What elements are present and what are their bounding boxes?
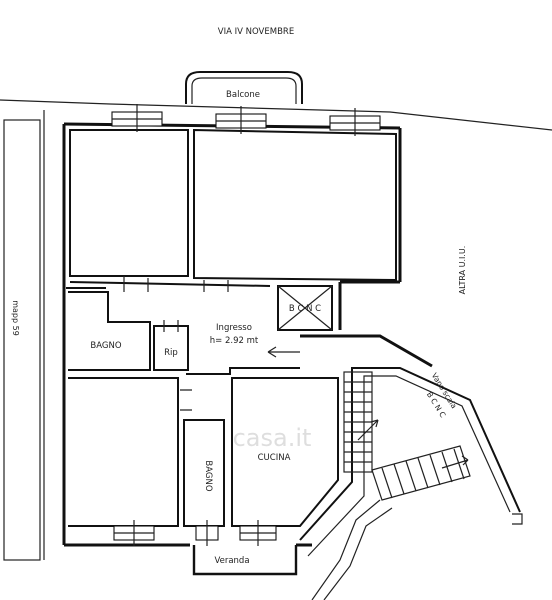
stairwell-inner-wall — [307, 375, 511, 557]
window-bottom-1 — [113, 520, 155, 546]
room-top-right-walls — [193, 128, 397, 282]
bathroom-vertical-label: BAGNO — [203, 460, 213, 491]
neighbor-left-wall — [3, 119, 41, 561]
lower-diagonal-walls — [311, 499, 393, 600]
stairwell-end-cap — [512, 513, 523, 525]
stair-arrow — [357, 419, 469, 469]
neighbor-left-label: mapp 59 — [11, 300, 20, 336]
room-top-left-walls — [69, 129, 189, 277]
front-wall-line — [0, 99, 552, 131]
wall-right-mid — [300, 280, 433, 368]
window-bottom-3 — [239, 520, 277, 546]
balcony-inner — [191, 77, 297, 104]
shaft-box — [277, 285, 333, 331]
window-top-3 — [329, 108, 381, 136]
stairwell-outer-wall — [299, 367, 521, 541]
watermark: casa.it — [233, 424, 312, 452]
storage-walls — [153, 325, 189, 371]
neighbor-right-label: ALTRA U.I.U. — [458, 246, 467, 295]
balcony-outline — [185, 71, 303, 104]
veranda-label: Veranda — [214, 556, 249, 566]
bathroom-left-walls — [68, 291, 151, 371]
veranda-walls — [192, 545, 298, 576]
window-top-1 — [111, 104, 163, 132]
entrance-arrow — [267, 346, 300, 358]
window-top-2 — [215, 106, 267, 134]
door-ticks-top — [123, 276, 229, 292]
street-label: VIA IV NOVEMBRE — [218, 27, 294, 37]
entrance-label: Ingresso — [216, 323, 252, 333]
balcony-label: Balcone — [226, 90, 260, 100]
kitchen-walls — [231, 377, 339, 527]
hall-lower-line — [186, 367, 300, 375]
window-bottom-2 — [195, 520, 219, 546]
kitchen-label: CUCINA — [258, 453, 291, 463]
shaft-label: B C N C — [289, 304, 321, 314]
storage-door-ticks — [163, 320, 179, 332]
storage-label: Rip — [164, 348, 178, 358]
ceiling-height-label: h= 2.92 mt — [210, 336, 259, 346]
bathroom-left-label: BAGNO — [90, 341, 121, 351]
room-bottom-left-walls — [68, 377, 179, 527]
door-ticks-mid — [180, 389, 192, 411]
corridor-line — [66, 281, 271, 289]
